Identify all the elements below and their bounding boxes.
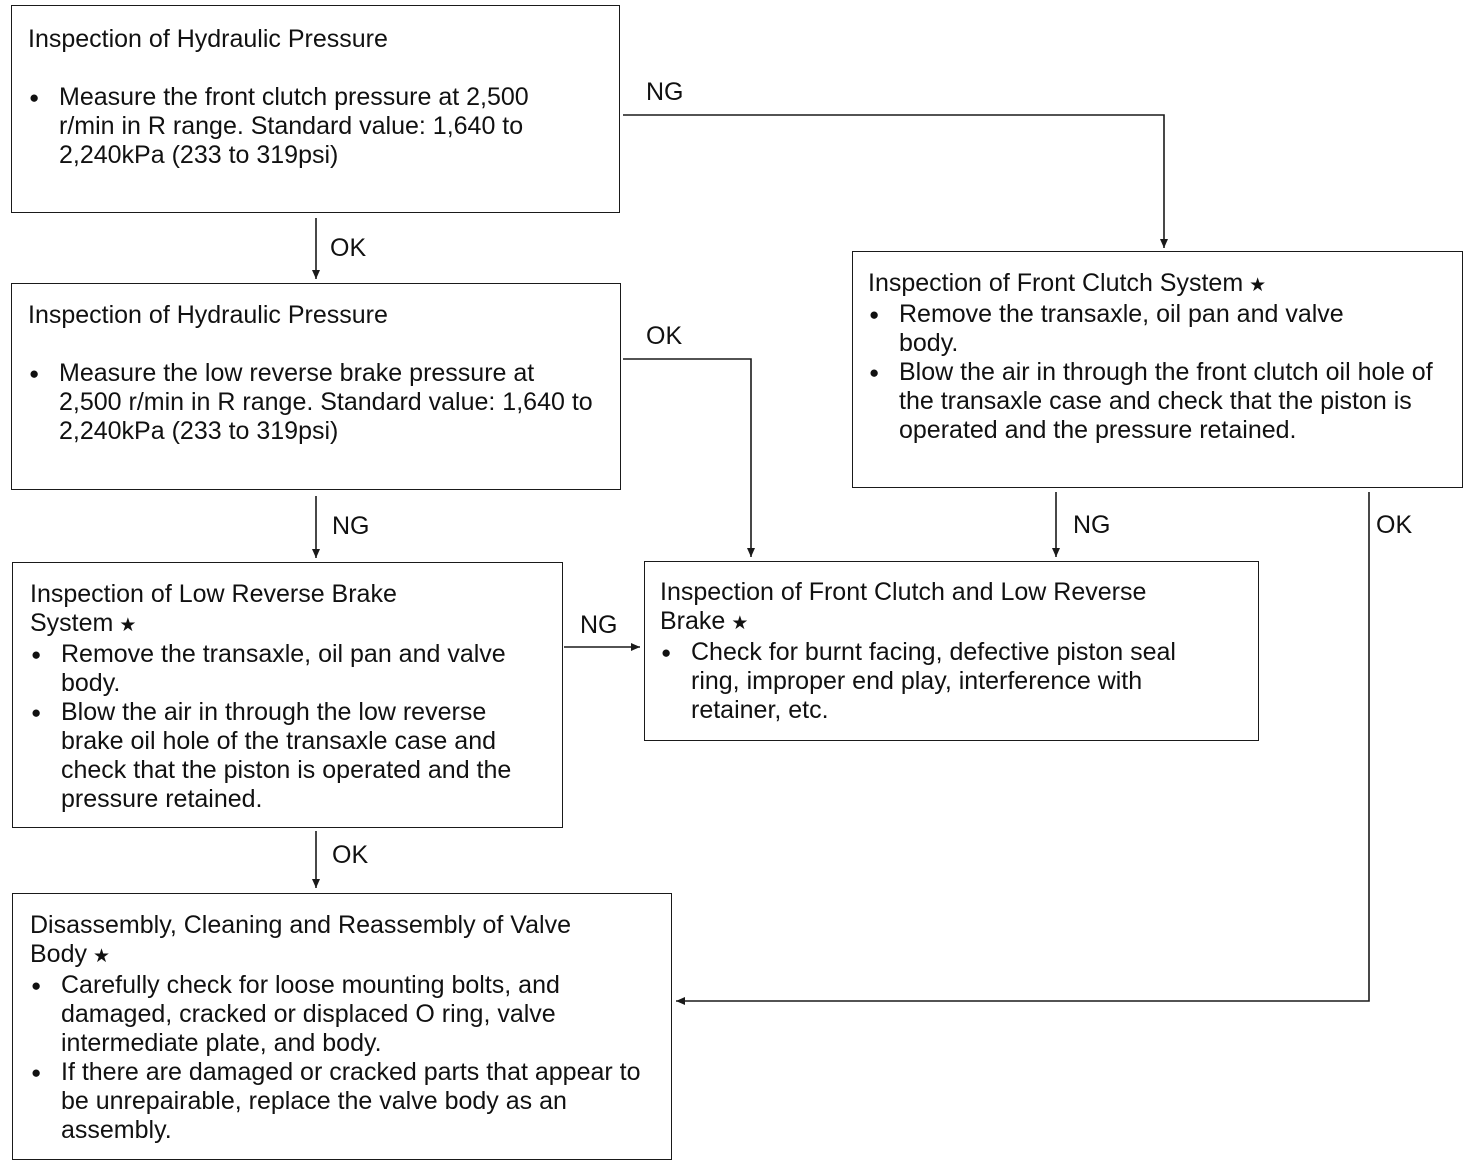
- box-items: Measure the low reverse brake pressure a…: [28, 359, 612, 446]
- hydraulic-pressure-front-clutch-box: Inspection of Hydraulic Pressure Measure…: [11, 5, 620, 213]
- low-reverse-brake-system-box: Inspection of Low Reverse Brake System★ …: [12, 562, 563, 828]
- bullet-item: Remove the transaxle, oil pan and valve …: [868, 300, 1399, 358]
- bullet-item: Measure the low reverse brake pressure a…: [28, 359, 594, 446]
- label-b4-ng: NG: [1073, 511, 1111, 539]
- box-title: Inspection of Front Clutch and Low Rever…: [660, 578, 1220, 638]
- bullet-item: Blow the air in through the front clutch…: [868, 358, 1454, 445]
- valve-body-reassembly-box: Disassembly, Cleaning and Reassembly of …: [12, 893, 672, 1160]
- arrow-b1-ng-to-b4: [623, 114, 1168, 248]
- box-items: Remove the transaxle, oil pan and valve …: [868, 300, 1454, 445]
- box-title: Disassembly, Cleaning and Reassembly of …: [30, 911, 645, 971]
- label-b4-ok: OK: [1376, 511, 1413, 539]
- label-b1-ok: OK: [330, 234, 367, 262]
- star-icon: ★: [92, 946, 111, 967]
- bullet-item: Remove the transaxle, oil pan and valve …: [30, 640, 554, 698]
- star-icon: ★: [1249, 275, 1267, 296]
- bullet-item: Check for burnt facing, defective piston…: [660, 638, 1211, 725]
- bullet-item: Blow the air in through the low reverse …: [30, 698, 554, 814]
- label-b1-ng: NG: [646, 78, 684, 106]
- box-title-text: Inspection of Low Reverse Brake System: [30, 580, 397, 637]
- bullet-item: Carefully check for loose mounting bolts…: [30, 971, 663, 1058]
- box-title: Inspection of Hydraulic Pressure: [28, 301, 388, 329]
- bullet-item: If there are damaged or cracked parts th…: [30, 1058, 663, 1145]
- box-title: Inspection of Front Clutch System★: [868, 269, 1454, 300]
- label-b2-ok: OK: [646, 322, 683, 350]
- box-items: Measure the front clutch pressure at 2,5…: [28, 83, 611, 170]
- box-items: Check for burnt facing, defective piston…: [660, 638, 1250, 725]
- box-title-text: Inspection of Front Clutch and Low Rever…: [660, 578, 1147, 635]
- box-title-text: Inspection of Front Clutch System: [868, 269, 1244, 297]
- star-icon: ★: [119, 615, 137, 636]
- label-b3-ng: NG: [580, 611, 618, 639]
- star-icon: ★: [731, 613, 749, 634]
- bullet-item: Measure the front clutch pressure at 2,5…: [28, 83, 529, 170]
- box-title-text: Disassembly, Cleaning and Reassembly of …: [30, 911, 571, 968]
- box-title: Inspection of Hydraulic Pressure: [28, 25, 388, 53]
- label-b2-ng: NG: [332, 512, 370, 540]
- front-clutch-system-box: Inspection of Front Clutch System★ Remov…: [852, 251, 1463, 488]
- box-items: Carefully check for loose mounting bolts…: [30, 971, 663, 1145]
- hydraulic-pressure-low-reverse-box: Inspection of Hydraulic Pressure Measure…: [11, 283, 621, 490]
- box-items: Remove the transaxle, oil pan and valve …: [30, 640, 554, 814]
- front-clutch-low-reverse-brake-box: Inspection of Front Clutch and Low Rever…: [644, 561, 1259, 741]
- box-title: Inspection of Low Reverse Brake System★: [30, 580, 450, 640]
- arrow-b2-ok-to-b5: [623, 358, 755, 557]
- arrow-b4-ok-to-b6: [676, 492, 1370, 1005]
- label-b3-ok: OK: [332, 841, 369, 869]
